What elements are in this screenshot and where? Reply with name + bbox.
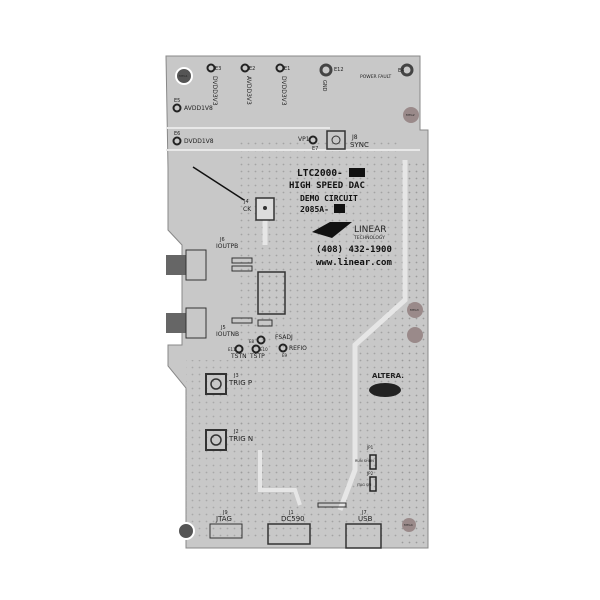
dc590-header [267, 523, 311, 545]
sma-connector-ioutnb [166, 307, 207, 339]
sma-connector-sync [326, 130, 346, 150]
label-e8: E8 [249, 339, 255, 344]
label-run-shdn: RUN SHDN [355, 459, 374, 463]
label-e7: E7 [312, 146, 318, 152]
label-dvdd3v3-2: DVDD3V3 [280, 76, 287, 106]
label-e5: E5 [174, 98, 180, 104]
label-j3: J3 [233, 373, 239, 379]
product-description: HIGH SPEED DAC [289, 181, 365, 191]
label-j4: J4 [243, 199, 249, 205]
label-e3: E3 [215, 66, 221, 72]
label-jtag-spi: JTAG SPI [356, 483, 371, 487]
phone-number: (408) 432-1900 [316, 245, 392, 255]
usb-connector [345, 523, 382, 549]
label-e10: E10 [260, 347, 268, 352]
label-e2: E2 [249, 66, 255, 72]
label-jp1: JP1 [366, 445, 374, 450]
mounting-hole-mtg1 [175, 67, 193, 85]
label-tstn: TSTN [230, 353, 247, 360]
label-j7: J7 [361, 510, 367, 516]
label-vp1: VP1 [298, 136, 310, 143]
logo-technology: TECHNOLOGY [353, 235, 385, 241]
label-dvdd3v3-1: DVDD3V3 [211, 76, 218, 106]
logo-linear: LINEAR [354, 225, 387, 235]
sma-connector-trig-p [205, 373, 227, 395]
demo-circuit-number: 2085A- [300, 205, 329, 214]
label-mtg1: MTG1 [179, 74, 188, 78]
label-ck: CK [243, 206, 252, 213]
altera-logo [369, 383, 401, 397]
label-fsadj: FSADJ [275, 334, 293, 341]
label-j2: J2 [233, 429, 239, 435]
sma-connector-ck [255, 197, 275, 221]
label-trig-n: TRIG N [228, 435, 253, 443]
label-jtag: JTAG [215, 515, 232, 523]
label-usb: USB [358, 515, 373, 523]
label-trig-p: TRIG P [228, 379, 252, 387]
label-dvdd1v8: DVDD1V8 [184, 138, 214, 145]
label-mtg2: MTG2 [406, 113, 415, 117]
label-mtg3: MTG3 [410, 308, 419, 312]
label-e1: E1 [284, 66, 290, 72]
mounting-hole-mtg3 [407, 302, 423, 318]
label-e4: E4 [398, 68, 404, 74]
label-ioutnb: IOUTNB [216, 331, 239, 338]
jtag-header [209, 523, 243, 539]
label-tstp: TSTP [249, 353, 265, 360]
website: www.linear.com [316, 257, 392, 268]
label-e11: E11 [228, 347, 236, 352]
label-power-fault: POWER FAULT [360, 74, 392, 80]
mounting-hole-mtg5 [177, 522, 195, 540]
dac-chip [257, 271, 286, 315]
mounting-hole-mtg2 [403, 107, 419, 123]
label-ioutpb: IOUTPB [216, 243, 238, 250]
sma-connector-ioutpb [166, 249, 207, 281]
product-name: LTC2000- [297, 168, 343, 179]
linear-technology-logo [312, 222, 352, 238]
label-e12: E12 [334, 67, 344, 73]
label-j6: J6 [219, 237, 225, 243]
label-avdd1v8: AVDD1V8 [184, 105, 213, 112]
mounting-hole-mtg4 [407, 327, 423, 343]
altera-text: ALTERA. [372, 372, 404, 380]
jumper-jp2 [369, 476, 377, 492]
jumper-jp1 [369, 454, 377, 470]
label-e9: E9 [282, 353, 288, 358]
label-e6: E6 [174, 131, 180, 137]
label-gnd: GND [321, 80, 327, 92]
mounting-hole-mtg6 [402, 518, 416, 532]
label-mtg4: MTG4 [404, 523, 413, 527]
label-sync: SYNC [350, 141, 369, 149]
label-j1: J1 [288, 510, 294, 516]
label-dc590: DC590 [281, 515, 305, 523]
label-refio: REFIO [289, 345, 307, 352]
label-j9: J9 [222, 510, 228, 516]
sma-connector-trig-n [205, 429, 227, 451]
label-avdd3v3: AVDD3V3 [245, 76, 252, 105]
label-j5: J5 [220, 325, 226, 331]
label-jp2: JP2 [366, 471, 374, 476]
demo-circuit-label: DEMO CIRCUIT [300, 194, 358, 203]
label-j8: J8 [351, 134, 358, 141]
